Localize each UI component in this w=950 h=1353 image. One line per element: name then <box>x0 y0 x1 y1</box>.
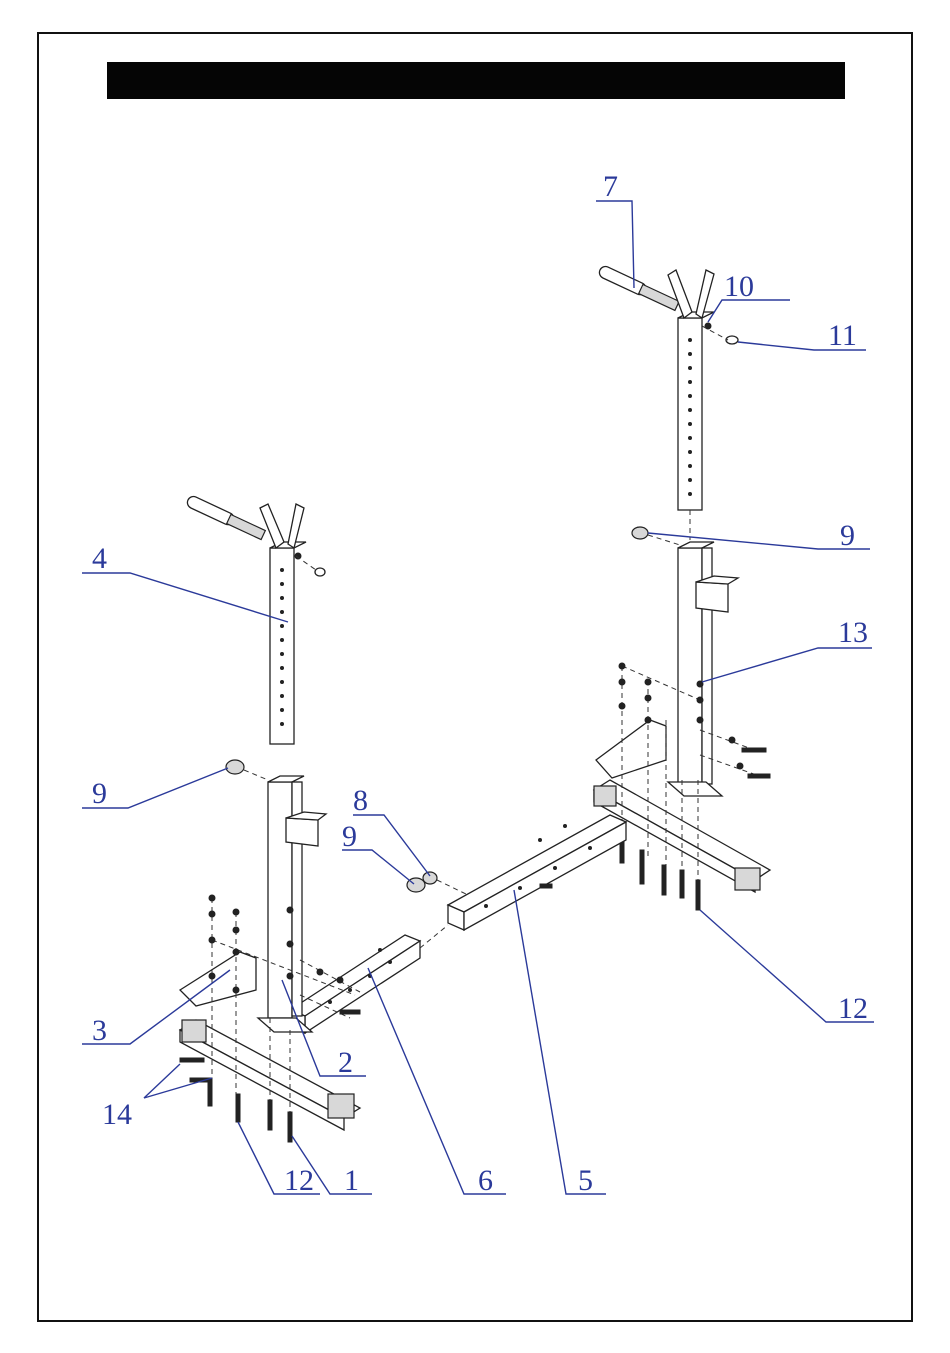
part-label-11: 11 <box>828 319 857 352</box>
part-label-12-left: 12 <box>284 1164 314 1197</box>
left-upper-upright <box>185 495 325 744</box>
part-label-14: 14 <box>102 1098 132 1131</box>
part-label-9-left: 9 <box>92 777 107 810</box>
part-label-5: 5 <box>578 1164 593 1197</box>
part-label-1: 1 <box>344 1164 359 1197</box>
part-label-12-right: 12 <box>838 992 868 1025</box>
part-label-7: 7 <box>603 170 618 203</box>
left-lower-assembly <box>180 760 360 1142</box>
part-label-9-center: 9 <box>342 820 357 853</box>
part-label-8: 8 <box>353 784 368 817</box>
center-crossbars <box>290 815 626 1033</box>
part-label-9-right: 9 <box>840 519 855 552</box>
right-upper-upright <box>597 265 738 540</box>
part-label-13: 13 <box>838 616 868 649</box>
part-label-6: 6 <box>478 1164 493 1197</box>
part-label-3: 3 <box>92 1014 107 1047</box>
part-label-2: 2 <box>338 1046 353 1079</box>
part-label-4: 4 <box>92 542 107 575</box>
right-lower-assembly <box>594 527 770 910</box>
part-label-10: 10 <box>724 270 754 303</box>
